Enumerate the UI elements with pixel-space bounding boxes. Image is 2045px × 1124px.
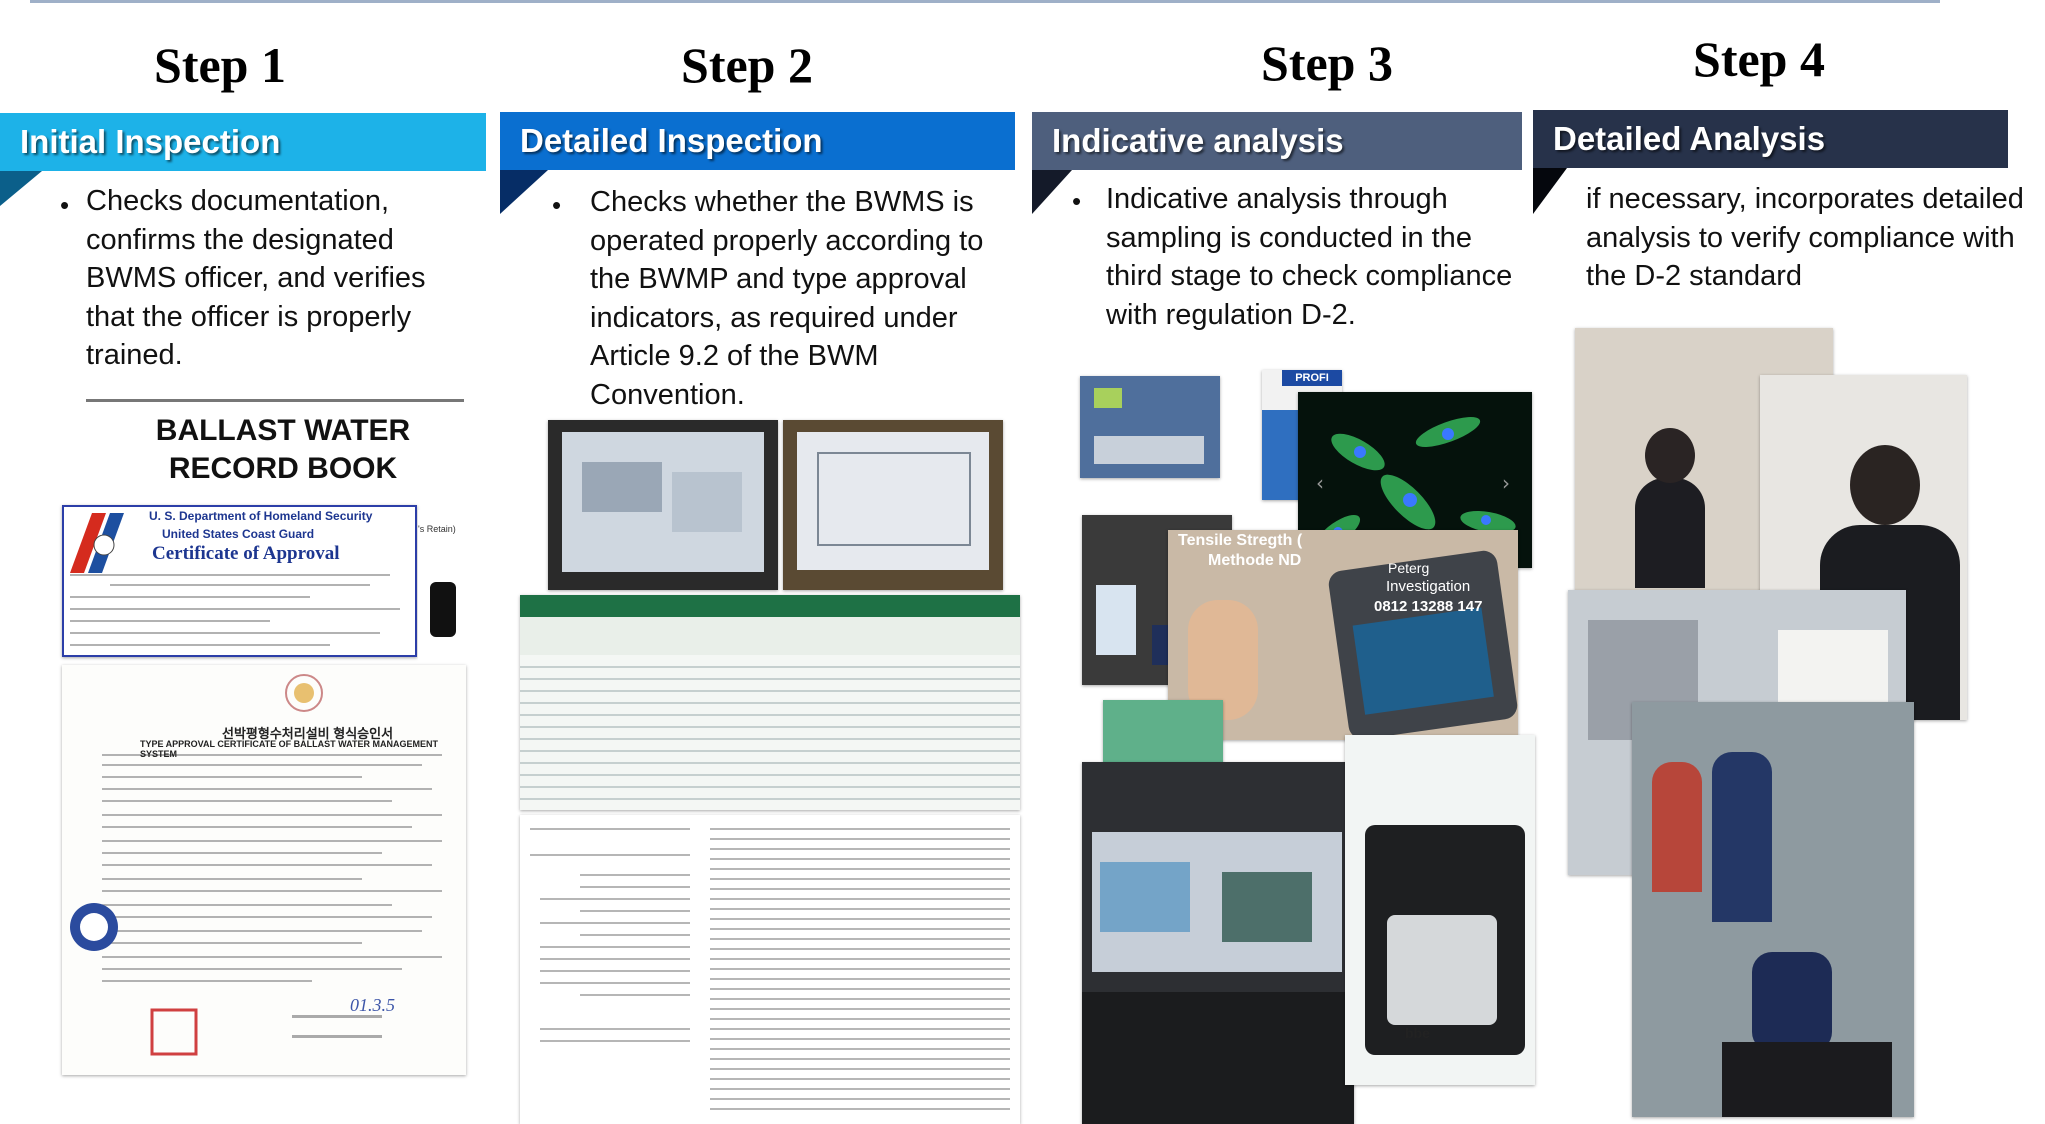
profi-label: PROFI: [1282, 370, 1342, 386]
step-4-title: Step 4: [1693, 31, 1825, 87]
stage-banner-detailed-inspection: Detailed Inspection: [500, 112, 1015, 170]
tensile-label-line2: Methode ND: [1208, 552, 1302, 569]
dhs-heading: U. S. Department of Homeland Security: [149, 509, 373, 523]
bullet-icon: •: [60, 190, 70, 220]
step-3-description: Indicative analysis through sampling is …: [1106, 183, 1513, 331]
korean-certificate-title: 선박평형수처리설비 형식승인서: [222, 726, 394, 741]
certificate-edge: 's Retain): [418, 510, 460, 660]
stage-label: Detailed Inspection: [520, 122, 823, 159]
onboard-sampling-photo: [1632, 702, 1914, 1117]
step-2-title: Step 2: [681, 37, 813, 93]
record-book-title-line2: RECORD BOOK: [168, 452, 398, 485]
svg-text:‹: ‹: [1316, 471, 1324, 495]
banner-fold-4: [1533, 168, 1567, 214]
banner-fold-3: [1032, 170, 1072, 214]
stage-label: Initial Inspection: [20, 123, 281, 160]
step-4-description: if necessary, incorporates detailed anal…: [1586, 183, 2024, 292]
analyzer-label-line3: 0812 13288 147: [1374, 598, 1483, 615]
log-text-lines: [530, 828, 1010, 1110]
spreadsheet-rows: [520, 666, 1020, 800]
step-1-description: Checks documentation, confirms the desig…: [86, 185, 426, 371]
monitor-screen: [797, 432, 989, 570]
step-3-title: Step 3: [1261, 35, 1393, 91]
certificate-clip: [430, 582, 456, 637]
ballast-water-record-book-cover: BALLAST WATER RECORD BOOK: [118, 412, 448, 502]
stage-label: Indicative analysis: [1052, 122, 1344, 159]
uscg-heading: United States Coast Guard: [162, 527, 315, 541]
banner-fold-1: [0, 171, 42, 206]
record-book-title-line1: BALLAST WATER: [155, 414, 411, 447]
uscg-certificate-of-approval: U. S. Department of Homeland Security Un…: [62, 505, 417, 657]
stage-banner-initial-inspection: Initial Inspection: [0, 113, 486, 171]
bwms-monitor-photo-1: [548, 420, 778, 590]
laptop-screen: [1092, 832, 1342, 972]
bullet-icon: •: [1072, 186, 1082, 216]
excel-ribbon: [520, 595, 1020, 617]
monitor-screen: [562, 432, 764, 572]
banner-fold-2: [500, 170, 548, 214]
bwms-monitor-photo-2: [783, 420, 1003, 590]
analyzer-label-line1: Peterg: [1388, 560, 1430, 576]
stage-banner-detailed-analysis: Detailed Analysis: [1533, 110, 2008, 168]
tensile-label-line1: Tensile Stregth (: [1178, 532, 1303, 549]
korean-type-approval-certificate: 선박평형수처리설비 형식승인서 TYPE APPROVAL CERTIFICAT…: [62, 665, 466, 1075]
bullet-icon: •: [552, 190, 562, 220]
analyzer-label-line2: Investigation: [1386, 578, 1471, 595]
certificate-heading: Certificate of Approval: [152, 543, 340, 564]
bwms-operation-log-printout: [520, 815, 1020, 1124]
step-1-title: Step 1: [154, 37, 286, 93]
keyboard: [1082, 992, 1354, 1124]
spreadsheet-screenshot: [520, 595, 1020, 810]
svg-text:›: ›: [1502, 471, 1510, 495]
bbe-analyzer-photo: bbe: [1345, 735, 1535, 1085]
analyzer-case: [1365, 825, 1525, 1055]
certificate-text-lines: [70, 574, 400, 646]
excel-toolbar: [520, 617, 1020, 655]
laptop-analysis-photo: [1082, 762, 1354, 1124]
uscg-stripe-logo-icon: [70, 513, 124, 573]
stage-label: Detailed Analysis: [1553, 120, 1826, 157]
document-divider: [86, 399, 464, 402]
sampling-device-photo: [1080, 376, 1220, 478]
field-test-kit-photo: Tensile Stregth ( Methode ND Peterg Inve…: [1168, 530, 1518, 740]
signature: 01.3.5: [350, 995, 395, 1015]
waveform-panel: [1103, 700, 1223, 770]
step-2-description: Checks whether the BWMS is operated prop…: [590, 186, 984, 411]
type-approval-heading: TYPE APPROVAL CERTIFICATE OF BALLAST WAT…: [140, 739, 438, 759]
bbe-label: bbe: [1405, 1025, 1430, 1041]
certificate-side-note: 's Retain): [418, 524, 456, 534]
stage-banner-indicative-analysis: Indicative analysis: [1032, 112, 1522, 170]
certificate-body-lines: [70, 674, 442, 1056]
top-divider-line: [30, 0, 1940, 3]
